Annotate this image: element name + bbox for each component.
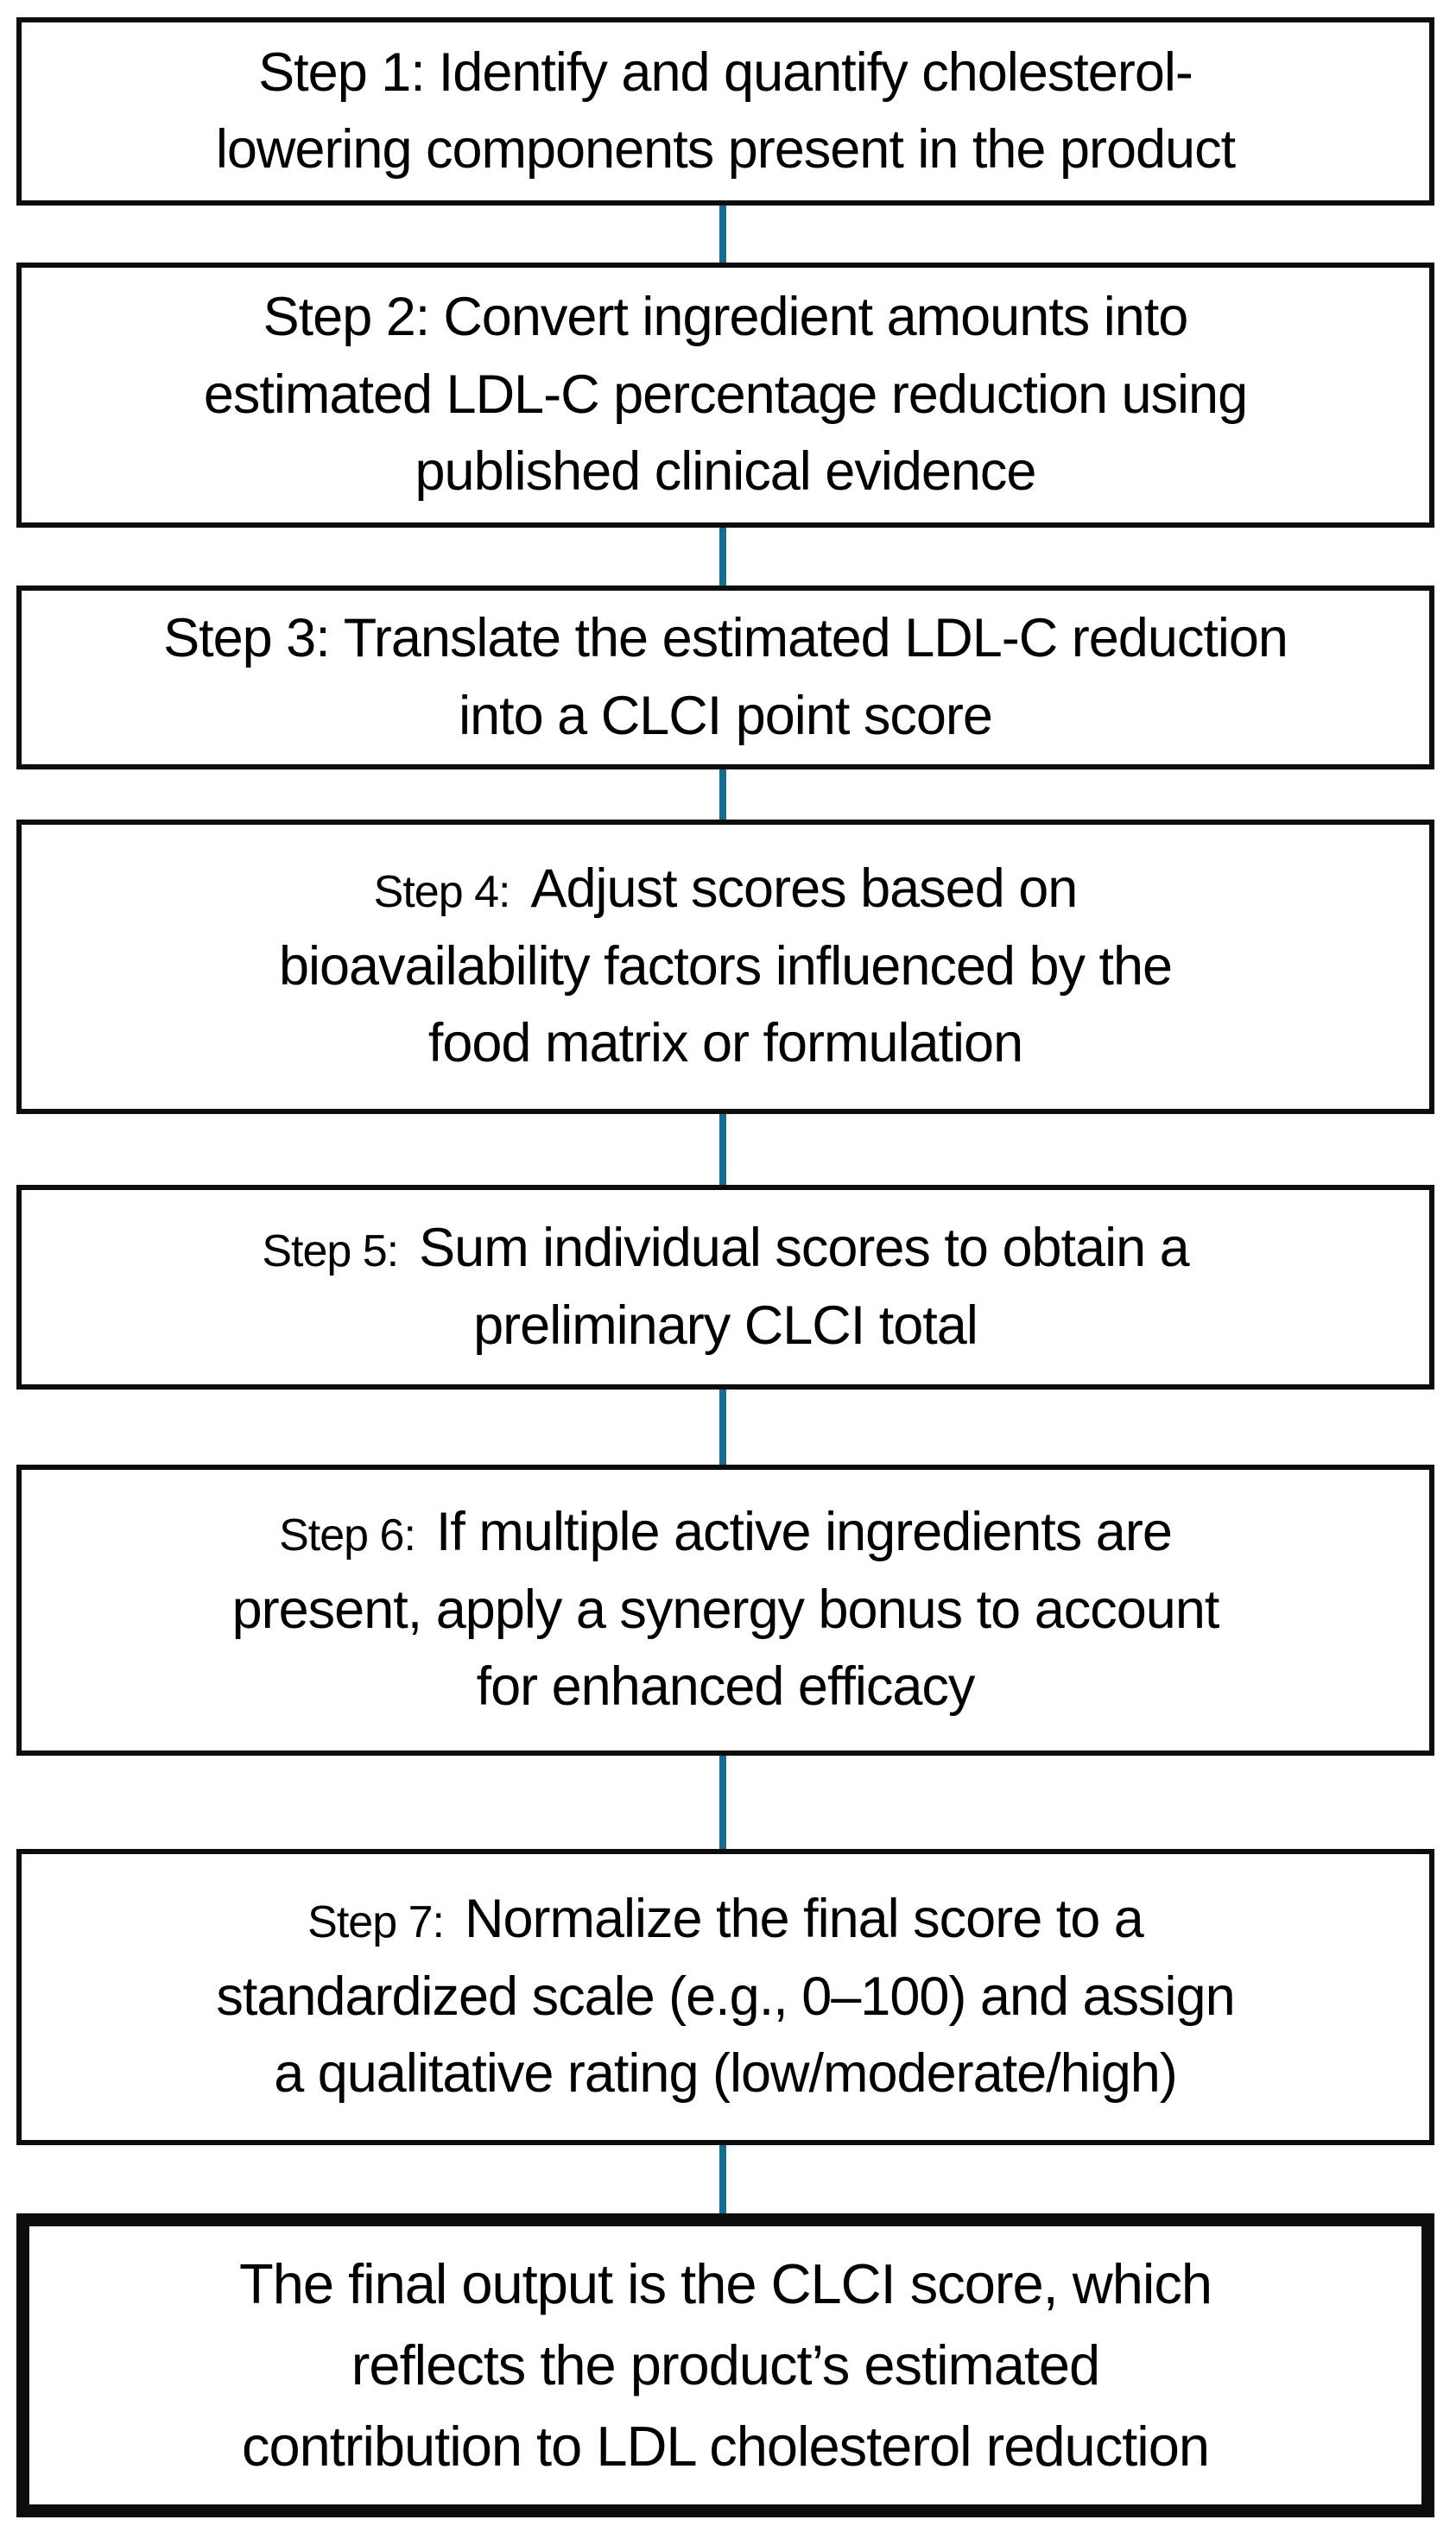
step-text: Step 6: If multiple active ingredients ar… xyxy=(224,1494,1228,1725)
step-text-line: estimated LDL-C percentage reduction usi… xyxy=(203,364,1248,425)
step-text: Step 3:Translate the estimated LDL-C red… xyxy=(155,600,1296,755)
step-text: Step 2:Convert ingredient amounts into es… xyxy=(195,279,1256,510)
step-text-line: for enhanced efficacy xyxy=(476,1656,976,1718)
step-text-line: Identify and quantify cholesterol- xyxy=(438,41,1193,103)
step-text-line: present, apply a synergy bonus to accoun… xyxy=(231,1579,1220,1640)
step-box-5: Step 5: Sum individual scores to obtain a… xyxy=(16,1185,1434,1390)
step-box-6: Step 6: If multiple active ingredients ar… xyxy=(16,1465,1434,1756)
step-number-label: Step 7: xyxy=(307,1897,445,1948)
step-text: Step 4: Adjust scores based on bioavailabi… xyxy=(270,851,1181,1082)
step-number-label: Step 3: xyxy=(163,608,331,669)
step-box-7: Step 7: Normalize the final score to a sta… xyxy=(16,1849,1434,2145)
step-text-line: published clinical evidence xyxy=(415,441,1037,503)
step-text-line: The final output is the CLCI score, whic… xyxy=(239,2251,1212,2315)
step-text-line: food matrix or formulation xyxy=(427,1013,1023,1074)
step-number-label: Step 5: xyxy=(262,1226,399,1277)
step-text-line: Normalize the final score to a xyxy=(464,1889,1144,1950)
step-box-1: Step 1:Identify and quantify cholesterol… xyxy=(16,17,1434,206)
step-text: Step 1:Identify and quantify cholesterol… xyxy=(207,35,1244,189)
step-text: Step 5: Sum individual scores to obtain a… xyxy=(253,1210,1197,1364)
step-text-line: contribution to LDL cholesterol reductio… xyxy=(241,2415,1210,2479)
step-box-2: Step 2:Convert ingredient amounts into es… xyxy=(16,263,1434,528)
step-number-label: Step 4: xyxy=(373,867,511,918)
step-number-label: Step 6: xyxy=(279,1510,416,1561)
step-text-line: a qualitative rating (low/moderate/high) xyxy=(274,2043,1178,2105)
step-text-line: into a CLCI point score xyxy=(459,685,993,746)
step-number-label: Step 1: xyxy=(258,41,426,103)
step-box-4: Step 4: Adjust scores based on bioavailabi… xyxy=(16,820,1434,1114)
step-number-label: Step 2: xyxy=(263,287,431,348)
step-text-line: Adjust scores based on xyxy=(530,858,1078,920)
step-text-line: lowering components present in the produ… xyxy=(215,119,1236,180)
step-text: Step 7: Normalize the final score to a sta… xyxy=(207,1881,1243,2112)
step-text-line: If multiple active ingredients are xyxy=(435,1502,1173,1563)
step-text-line: bioavailability factors influenced by th… xyxy=(278,935,1173,997)
final-output-box: The final output is the CLCI score, whic… xyxy=(16,2213,1434,2517)
step-text-line: standardized scale (e.g., 0–100) and ass… xyxy=(216,1966,1235,2027)
step-box-3: Step 3:Translate the estimated LDL-C red… xyxy=(16,586,1434,769)
step-text-line: preliminary CLCI total xyxy=(473,1295,978,1356)
step-text-line: Sum individual scores to obtain a xyxy=(419,1218,1190,1279)
step-text-line: reflects the product’s estimated xyxy=(351,2333,1100,2396)
step-text-line: Translate the estimated LDL-C reduction xyxy=(343,608,1288,669)
step-text-line: Convert ingredient amounts into xyxy=(443,287,1188,348)
step-text: The final output is the CLCI score, whic… xyxy=(231,2244,1220,2488)
